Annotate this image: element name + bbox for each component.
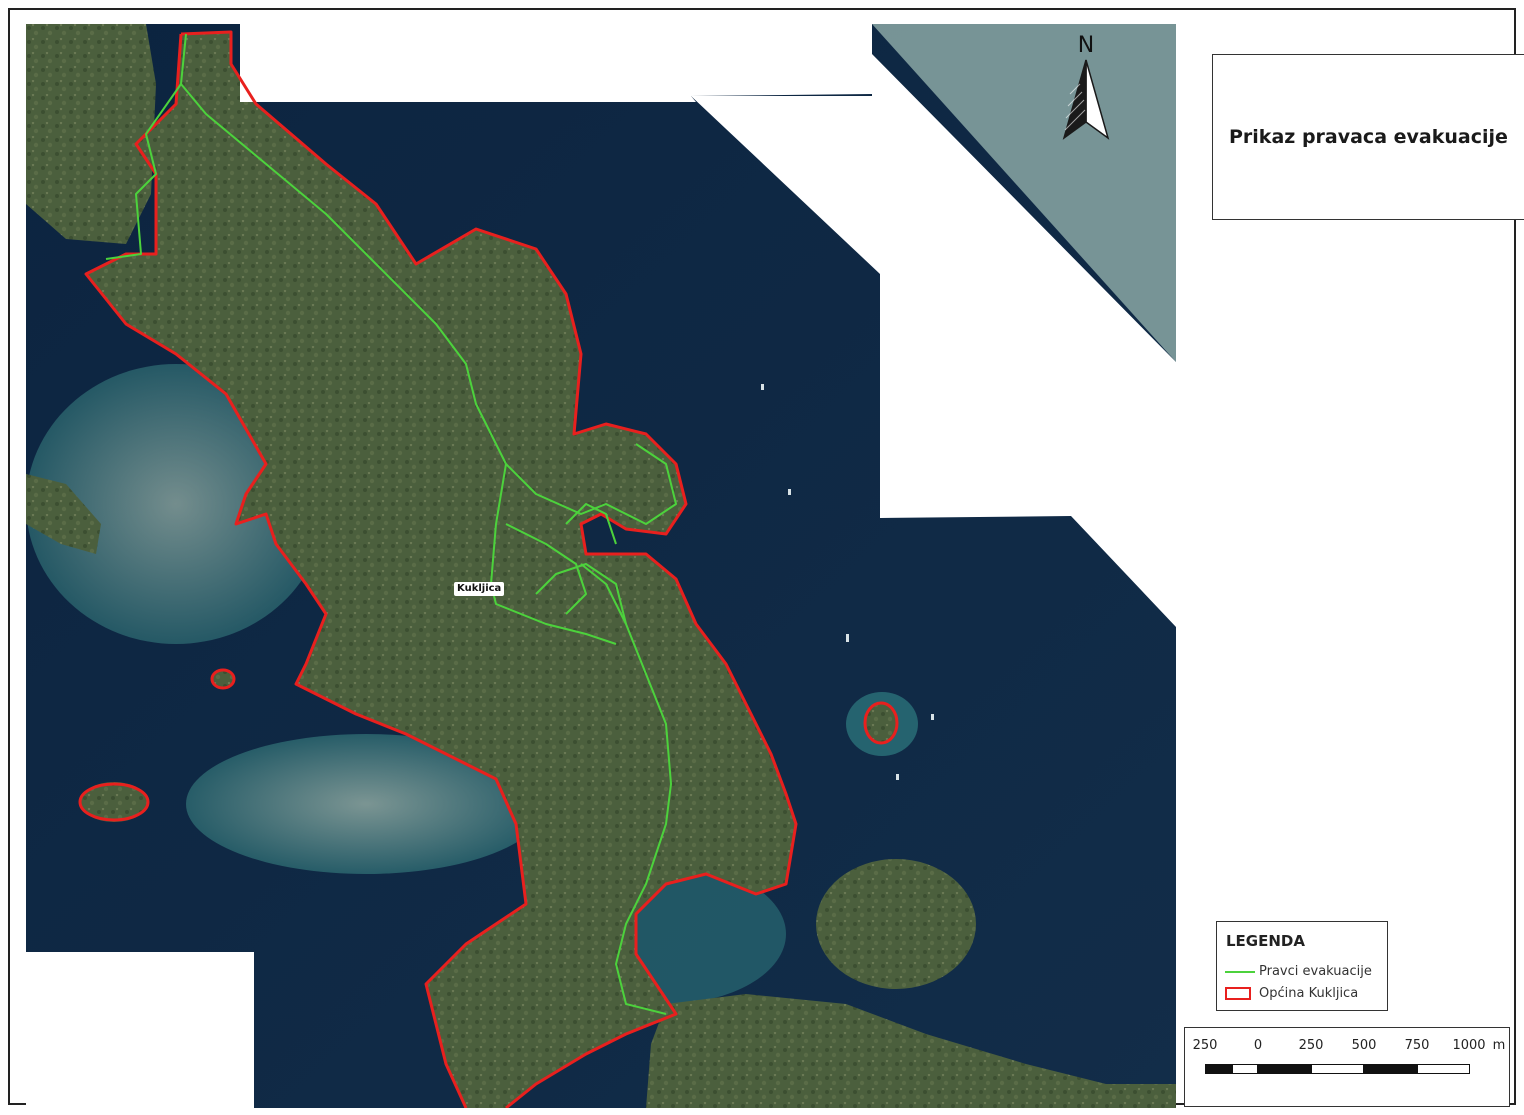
scale-tick-label: 750: [1404, 1038, 1430, 1053]
boats: [761, 384, 934, 780]
legend: LEGENDA Pravci evakuacije Općina Kukljic…: [1216, 921, 1388, 1011]
route-line-swatch: [1225, 970, 1255, 973]
route-south: [580, 563, 672, 1015]
legend-item-label: Pravci evakuacije: [1259, 964, 1372, 979]
legend-item-label: Općina Kukljica: [1259, 986, 1359, 1001]
route-main: [180, 33, 677, 525]
islet-east: [865, 703, 897, 743]
legend-item-routes: Pravci evakuacije: [1225, 964, 1372, 979]
islet-east-boundary: [863, 701, 899, 745]
north-arrow: N: [1050, 34, 1122, 144]
scale-segment: [1258, 1064, 1311, 1074]
north-letter: N: [1077, 33, 1095, 58]
route-town-loop-3: [535, 563, 627, 625]
route-town-loop-2: [505, 523, 587, 615]
islet-small-boundary: [210, 668, 236, 690]
route-north-west: [105, 83, 182, 260]
route-town-loop-4: [565, 503, 617, 545]
boundary-polygon-swatch: [1225, 987, 1251, 1000]
eastern-island: [816, 859, 976, 989]
scale-tick-label: 0: [1253, 1038, 1263, 1053]
islet-west-boundary: [78, 782, 150, 822]
town-label-kukljica: Kukljica: [454, 582, 505, 596]
map-view[interactable]: Kukljica: [26, 24, 1176, 1108]
nodata-top: [240, 24, 872, 102]
scale-segment: [1364, 1064, 1417, 1074]
scale-unit: m: [1492, 1038, 1506, 1053]
map-title: Prikaz pravaca evakuacije: [1229, 126, 1508, 148]
shallow-water-southwest: [186, 734, 546, 874]
scale-tick-label: 500: [1351, 1038, 1377, 1053]
nodata-northeast: [691, 54, 1176, 627]
western-islet: [26, 474, 101, 554]
scale-bar: 250 0 250 500 750 1000 m: [1184, 1027, 1510, 1107]
islet-small: [212, 670, 234, 688]
islet-west: [80, 782, 148, 822]
map-title-box: Prikaz pravaca evakuacije: [1212, 54, 1524, 220]
scale-tick-label: 1000: [1452, 1038, 1486, 1053]
scale-segment: [1311, 1064, 1364, 1074]
scale-segment: [1205, 1064, 1232, 1074]
municipality-boundary: [180, 30, 798, 1108]
scale-segment: [1232, 1064, 1258, 1074]
satellite-map: [26, 24, 1176, 1108]
legend-item-municipality: Općina Kukljica: [1225, 986, 1358, 1001]
legend-title: LEGENDA: [1226, 932, 1305, 950]
route-town-loop-1: [490, 463, 617, 645]
scale-segment: [1417, 1064, 1470, 1074]
scale-tick-label: 250: [1298, 1038, 1324, 1053]
nodata-southwest: [26, 952, 254, 1108]
southeastern-landmass: [646, 994, 1176, 1108]
western-landmass: [26, 24, 156, 244]
kukljica-island: [86, 32, 796, 1108]
scale-tick-label: 250: [1192, 1038, 1218, 1053]
north-arrow-icon: [1062, 59, 1110, 140]
evacuation-routes: [105, 33, 677, 1015]
scale-bar-segments: [1205, 1064, 1470, 1076]
